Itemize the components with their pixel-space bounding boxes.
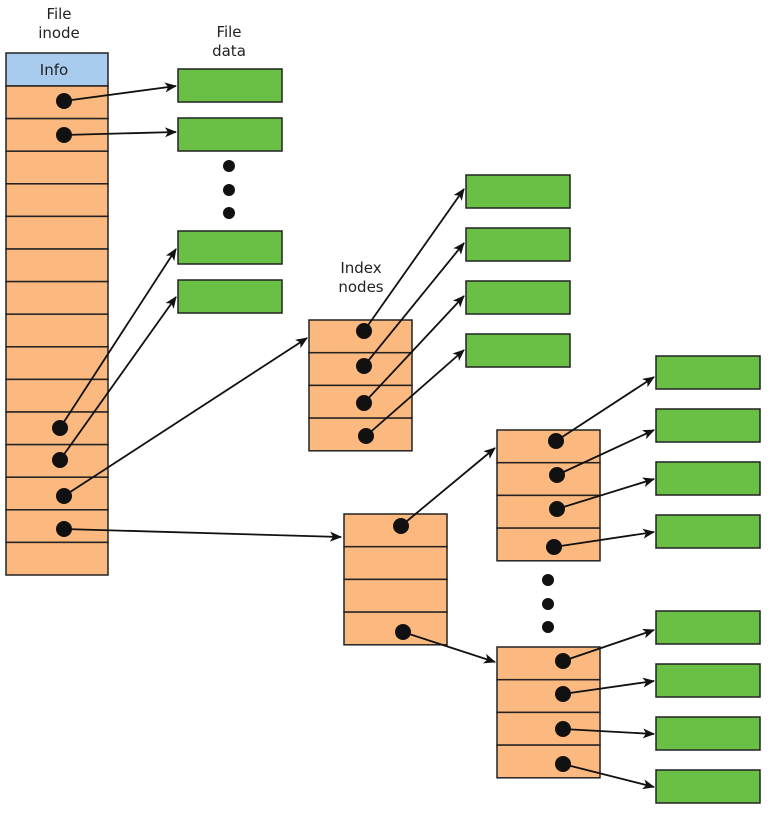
- data-block: [177, 279, 283, 314]
- data-label-line1: File: [216, 23, 241, 41]
- data-block: [655, 355, 761, 390]
- data-block: [465, 333, 571, 368]
- file-inode: Info: [5, 52, 109, 576]
- pointer-dot: [358, 428, 374, 444]
- pointer-dot: [393, 518, 409, 534]
- double-indirect-block: [343, 513, 448, 646]
- data-block: [655, 408, 761, 443]
- pointer-arrow: [363, 242, 465, 367]
- second-level-block-bottom: [496, 646, 601, 779]
- data-block: [177, 230, 283, 265]
- data-block: [655, 716, 761, 751]
- pointer-dot: [56, 488, 72, 504]
- pointer-dot: [56, 127, 72, 143]
- inode-pointer-cell: [5, 215, 109, 250]
- data-label-line2: data: [212, 42, 246, 60]
- index-cell: [496, 429, 601, 464]
- index-cell: [343, 545, 448, 581]
- second-level-block-top: [496, 429, 601, 562]
- pointer-dot: [356, 323, 372, 339]
- pointer-dot: [549, 501, 565, 517]
- inode-pointer-cell: [5, 346, 109, 381]
- pointer-arrow: [402, 631, 496, 664]
- data-block: [655, 514, 761, 549]
- pointer-arrow: [555, 376, 655, 442]
- pointer-arrow: [562, 628, 655, 662]
- index-cell: [496, 646, 601, 681]
- data-block: [465, 174, 571, 209]
- pointer-dot: [555, 756, 571, 772]
- data-block: [465, 227, 571, 262]
- inode-pointer-cell: [5, 183, 109, 218]
- data-block: [655, 663, 761, 698]
- data-block: [655, 610, 761, 645]
- info-label: Info: [40, 61, 68, 79]
- data-block: [655, 461, 761, 496]
- pointer-arrow: [363, 295, 465, 404]
- index-label-line1: Index: [340, 259, 381, 277]
- inode-info-cell: [5, 52, 109, 87]
- pointer-dot: [52, 452, 68, 468]
- data-block: [465, 280, 571, 315]
- pointer-arrow: [63, 82, 177, 102]
- pointer-dot: [56, 521, 72, 537]
- pointer-dot: [548, 433, 564, 449]
- pointer-arrow: [562, 763, 655, 790]
- pointer-arrow: [363, 188, 465, 332]
- ellipsis-dot: [542, 598, 554, 610]
- index-cell: [308, 417, 413, 452]
- inode-pointer-cell: [5, 378, 109, 413]
- pointer-dot: [555, 686, 571, 702]
- inode-pointer-cell: [5, 541, 109, 576]
- ellipsis-dot: [223, 160, 235, 172]
- inode-pointer-cell: [5, 248, 109, 283]
- pointer-arrow: [365, 349, 465, 437]
- inode-pointer-cell: [5, 313, 109, 348]
- data-block: [177, 117, 283, 152]
- pointer-arrow: [63, 337, 308, 497]
- pointer-dot: [52, 420, 68, 436]
- pointer-arrow: [556, 429, 655, 476]
- pointer-arrow: [63, 528, 342, 542]
- ellipsis-dot: [223, 207, 235, 219]
- pointer-dot: [395, 624, 411, 640]
- pointer-arrow: [59, 296, 177, 461]
- index-cell: [496, 461, 601, 497]
- index-cell: [343, 578, 448, 613]
- pointer-arrow: [59, 248, 177, 429]
- inode-pointer-cell: [5, 150, 109, 185]
- index-cell: [496, 744, 601, 779]
- index-cell: [496, 711, 601, 746]
- ellipsis-dot: [542, 621, 554, 633]
- pointer-dot: [546, 539, 562, 555]
- inode-label-line2: inode: [38, 24, 80, 42]
- pointer-arrow: [556, 477, 655, 510]
- pointer-arrow: [400, 447, 496, 527]
- pointer-arrow: [63, 127, 177, 138]
- inode-pointer-cell: [5, 280, 109, 315]
- ellipsis-dot: [542, 574, 554, 586]
- index-cell: [343, 611, 448, 646]
- pointer-arrow: [553, 528, 655, 548]
- index-label-line2: nodes: [338, 278, 383, 296]
- pointer-dot: [356, 395, 372, 411]
- data-block: [655, 769, 761, 804]
- ellipsis-dot: [223, 184, 235, 196]
- pointer-arrow: [562, 677, 655, 695]
- data-block: [177, 68, 283, 103]
- inode-label-line1: File: [46, 5, 71, 23]
- pointer-dot: [555, 721, 571, 737]
- pointer-dot: [549, 467, 565, 483]
- pointer-dot: [356, 358, 372, 374]
- inode-pointer-cell: [5, 443, 109, 478]
- pointer-dot: [555, 653, 571, 669]
- index-cell: [496, 678, 601, 714]
- pointer-dot: [56, 93, 72, 109]
- pointer-arrow: [562, 728, 655, 739]
